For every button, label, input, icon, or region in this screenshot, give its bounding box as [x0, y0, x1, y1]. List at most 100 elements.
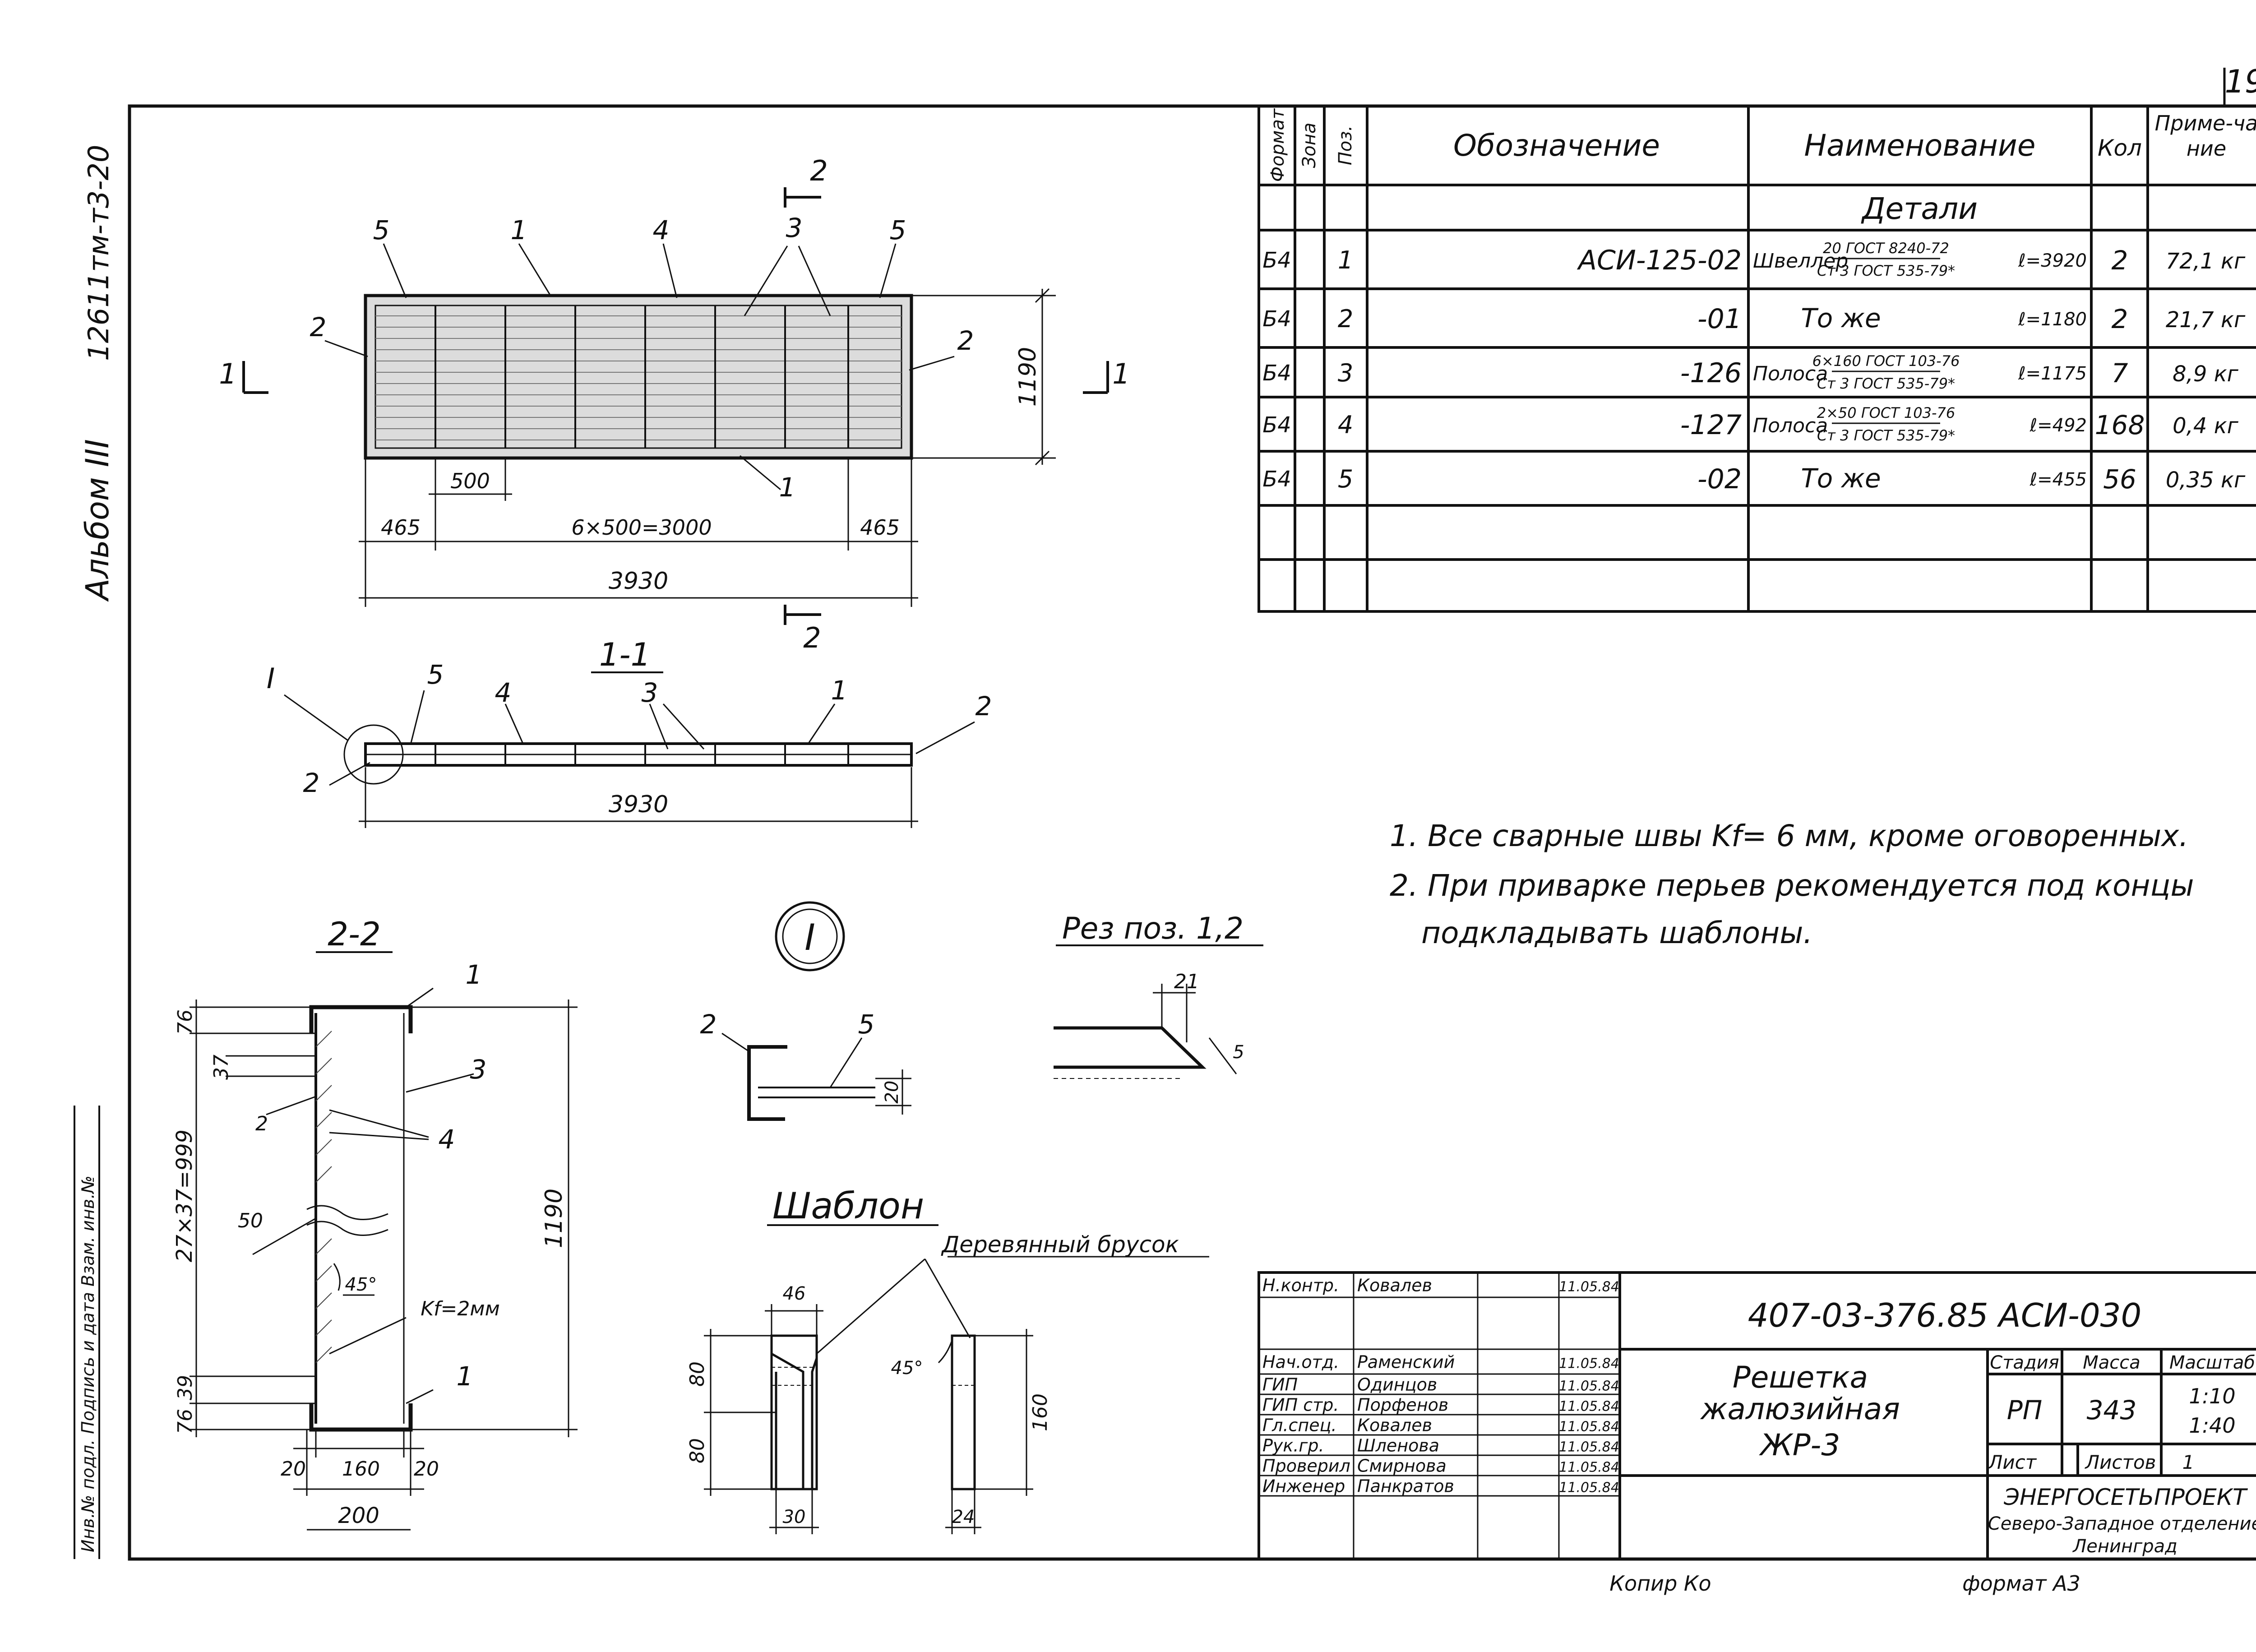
mass-label: Масса [2083, 1352, 2140, 1373]
plan-dim-total: 3930 [609, 568, 668, 595]
s22-dim-w-mid: 160 [342, 1458, 380, 1481]
mass-value: 343 [2087, 1395, 2137, 1425]
spec-cell-pos: 5 [1338, 465, 1353, 493]
s22-pos-1-top: 1 [466, 959, 482, 990]
note-1: 1. Все сварные швы Kf= 6 мм, кроме огово… [1390, 819, 2188, 853]
page-number: 19 [2224, 63, 2256, 100]
detail-I: I 2 5 20 [700, 901, 911, 1121]
spec-cell-format: Б4 [1262, 248, 1291, 273]
stamp-labels: Инв.№ подл. Подпись и дата Взам. инв.№ [78, 1175, 98, 1552]
s22-dim-37: 37 [210, 1055, 233, 1080]
doc-number: 407-03-376.85 АСИ-030 [1748, 1296, 2142, 1334]
spec-cell-length: ℓ=492 [2029, 415, 2087, 436]
template-dim-bottom: 30 [783, 1507, 806, 1527]
template-dim-angle: 45° [891, 1358, 923, 1379]
detail-I-mark: I [804, 916, 815, 958]
spec-cell-note: 0,35 кг [2166, 467, 2246, 493]
section-1-1-node: I [267, 662, 275, 695]
s22-pos-3: 3 [470, 1054, 487, 1085]
note-2: 2. При приварке перьев рекомендуется под… [1390, 868, 2194, 903]
template-dim-h2: 80 [686, 1438, 709, 1463]
section-mark-1-left: 1 [219, 357, 236, 390]
spec-cell-designation: -01 [1697, 303, 1742, 335]
spec-section-details: Детали [1861, 191, 1978, 226]
section-2-2-title: 2-2 [328, 915, 381, 953]
plan-pos-2-right: 2 [957, 325, 974, 356]
template-dim-h1: 80 [686, 1361, 709, 1387]
person-date: 11.05.84 [1559, 1439, 1619, 1455]
side-margin: Альбом III 12611тм-т3-20 Инв.№ подл. Под… [74, 145, 116, 1559]
person-role: Н.контр. [1262, 1276, 1339, 1296]
spec-cell-format: Б4 [1262, 306, 1291, 332]
spec-cell-name-type: Полоса [1753, 414, 1828, 437]
org-name: ЭНЕРГОСЕТЬПРОЕКТ [2003, 1484, 2248, 1510]
sheets-value: 1 [2182, 1451, 2195, 1473]
person-role: ГИП [1262, 1375, 1298, 1395]
section-1-1-dim-total: 3930 [609, 791, 668, 818]
plan-dim-left: 465 [381, 515, 421, 540]
plan-pos-3: 3 [786, 213, 803, 243]
spec-cell-format: Б4 [1262, 467, 1291, 492]
spec-cell-format: Б4 [1262, 361, 1291, 386]
plan-pos-1-bottom: 1 [779, 472, 796, 503]
person-name: Ковалев [1357, 1416, 1432, 1435]
scale-value-1: 1:10 [2189, 1384, 2235, 1408]
person-name: Панкратов [1357, 1476, 1454, 1496]
s22-dim-2: 2 [255, 1112, 268, 1135]
s22-pos-1-bottom: 1 [457, 1361, 473, 1392]
cut-dim-b: 5 [1233, 1042, 1244, 1063]
cut-title: Рез поз. 1,2 [1062, 911, 1244, 946]
section-2-2: 2-2 [172, 915, 578, 1531]
spec-cell-name-numerator: 6×160 ГОСТ 103-76 [1812, 352, 1960, 370]
template-title: Шаблон [772, 1185, 924, 1227]
template-dim-side-w: 24 [952, 1507, 975, 1527]
person-date: 11.05.84 [1559, 1460, 1619, 1476]
s22-dim-w-right: 20 [414, 1458, 439, 1481]
plan-pos-5a: 5 [373, 215, 390, 245]
stage-value: РП [2007, 1395, 2043, 1425]
s22-dim-span: 27×37=999 [172, 1129, 197, 1262]
detail-I-pos-5: 5 [858, 1009, 875, 1040]
person-name: Раменский [1357, 1352, 1455, 1372]
sheets-label: Листов [2085, 1451, 2156, 1473]
spec-cell-name-denominator: Ст 3 ГОСТ 535-79* [1817, 427, 1955, 444]
person-role: Проверил [1262, 1456, 1350, 1476]
spec-cell-qty: 56 [2103, 464, 2136, 495]
spec-cell-designation: -127 [1680, 409, 1742, 441]
spec-header-zone: Зона [1299, 123, 1320, 168]
spec-cell-length: ℓ=1175 [2018, 363, 2087, 384]
spec-cell-qty: 2 [2112, 245, 2128, 276]
person-date: 11.05.84 [1559, 1399, 1619, 1415]
spec-cell-pos: 4 [1338, 411, 1353, 439]
s22-dim-height: 1190 [541, 1189, 568, 1248]
spec-cell-name-numerator: 2×50 ГОСТ 103-76 [1817, 404, 1955, 421]
person-role: Гл.спец. [1262, 1416, 1337, 1435]
section-1-1-pos-3: 3 [642, 677, 658, 708]
template-dim-side-h: 160 [1029, 1393, 1052, 1431]
notes: 1. Все сварные швы Kf= 6 мм, кроме огово… [1390, 819, 2194, 950]
spec-cell-pos: 3 [1338, 359, 1353, 387]
person-name: Порфенов [1357, 1395, 1448, 1415]
person-name: Одинцов [1357, 1375, 1437, 1395]
person-name: Шленова [1357, 1436, 1439, 1456]
plan-dim-pitch: 500 [450, 469, 490, 493]
scale-label: Масштаб [2169, 1352, 2255, 1373]
spec-cell-designation: АСИ-125-02 [1576, 245, 1742, 276]
section-1-1-title: 1-1 [599, 636, 651, 673]
section-1-1-pos-4: 4 [495, 677, 512, 708]
section-1-1-pos-1: 1 [831, 675, 848, 706]
section-1-1-pos-5: 5 [427, 659, 444, 690]
sheet-frame [128, 68, 2256, 1561]
title-line-3: ЖР-3 [1759, 1428, 1840, 1462]
sheet-label: Лист [1988, 1451, 2037, 1473]
note-2-cont: подкладывать шаблоны. [1421, 916, 1812, 950]
spec-cell-note: 21,7 кг [2166, 307, 2246, 333]
spec-cell-format: Б4 [1262, 412, 1291, 438]
footer-format: формат А3 [1962, 1571, 2080, 1596]
scale-value-2: 1:40 [2189, 1413, 2235, 1438]
